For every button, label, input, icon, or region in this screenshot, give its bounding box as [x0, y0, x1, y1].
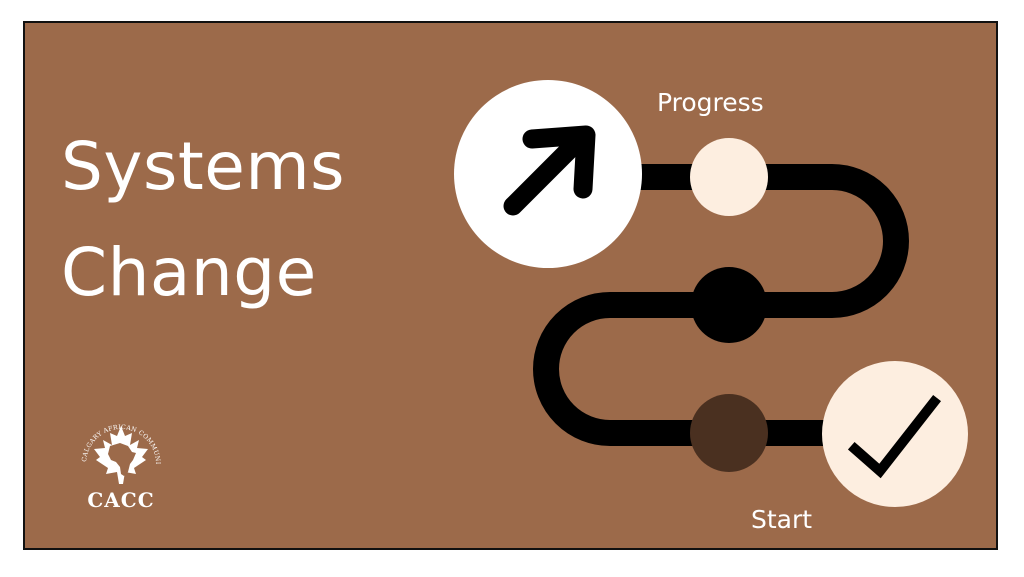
milestone-dot-lower [690, 394, 768, 472]
progress-label: Progress [657, 88, 764, 117]
title-line-1: Systems [61, 128, 345, 205]
milestone-dot-middle [691, 267, 767, 343]
arrow-up-right-icon [503, 125, 596, 216]
title-line-2: Change [61, 234, 317, 311]
logo-abbreviation: CACC [87, 488, 155, 512]
start-node [822, 361, 968, 507]
milestone-dot-upper [690, 138, 768, 216]
slide-panel [23, 21, 998, 550]
africa-icon [108, 443, 136, 476]
cacc-logo: CALGARY AFRICAN COMMUNITY COLLECTIVE CAC… [73, 407, 166, 517]
logo-emblem: CALGARY AFRICAN COMMUNITY COLLECTIVE [73, 407, 161, 484]
checkmark-icon [847, 394, 942, 479]
start-label: Start [751, 505, 813, 534]
